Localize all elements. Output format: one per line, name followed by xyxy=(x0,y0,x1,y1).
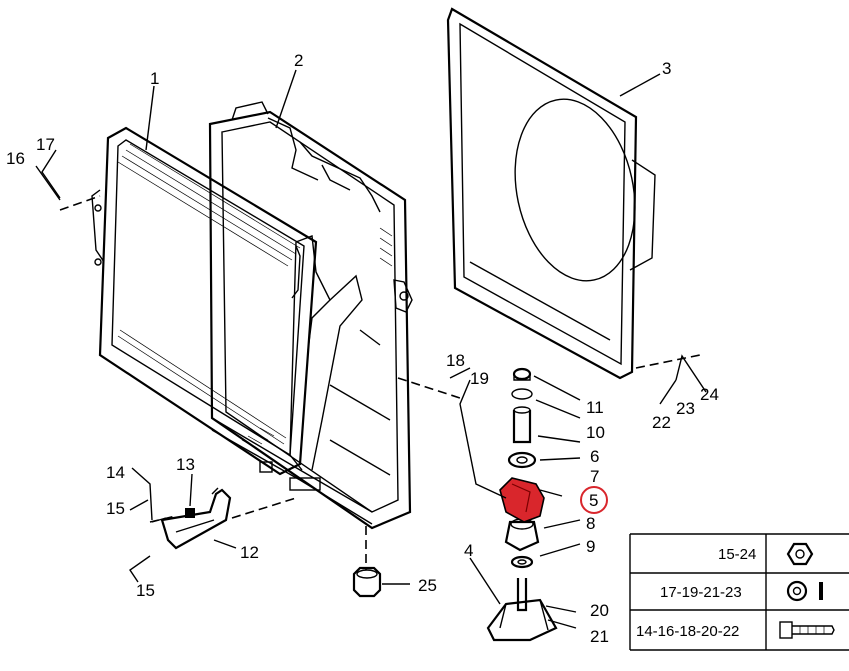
washer-icon xyxy=(786,580,823,602)
rubber-mount-highlighted[interactable] xyxy=(499,477,545,523)
callout-25: 25 xyxy=(418,576,437,595)
cooler-core xyxy=(91,126,318,476)
callout-13: 13 xyxy=(176,455,195,474)
callout-17: 17 xyxy=(36,135,55,154)
callout-12: 12 xyxy=(240,543,259,562)
bolt-icon xyxy=(779,621,835,639)
callout-8: 8 xyxy=(586,514,595,533)
mount-stack xyxy=(504,367,540,612)
assembly-lines xyxy=(59,195,701,570)
callout-9: 9 xyxy=(586,537,595,556)
highlight-ring xyxy=(580,486,608,514)
callout-7: 7 xyxy=(590,467,599,486)
callout-10: 10 xyxy=(586,423,605,442)
callout-23: 23 xyxy=(676,399,695,418)
callout-3: 3 xyxy=(662,59,671,78)
callout-21: 21 xyxy=(590,627,609,646)
callout-20: 20 xyxy=(590,601,609,620)
callout-1: 1 xyxy=(150,69,159,88)
callout-15b: 15 xyxy=(136,581,155,600)
callout-15a: 15 xyxy=(106,499,125,518)
legend-label-nut: 15-24 xyxy=(718,546,756,563)
legend-label-washer: 17-19-21-23 xyxy=(660,584,742,601)
fan-shroud xyxy=(446,7,656,380)
callout-19: 19 xyxy=(470,369,489,388)
callout-4: 4 xyxy=(464,541,473,560)
callout-16: 16 xyxy=(6,149,25,168)
callout-5[interactable]: 5 xyxy=(589,491,598,510)
radiator xyxy=(208,101,413,530)
callout-18: 18 xyxy=(446,351,465,370)
callout-22: 22 xyxy=(652,413,671,432)
callout-6: 6 xyxy=(590,447,599,466)
nut-icon xyxy=(786,542,814,566)
callout-11: 11 xyxy=(586,398,604,417)
callout-24: 24 xyxy=(700,385,719,404)
nut-25 xyxy=(352,566,382,598)
fastener-legend: 15-24 17-19-21-23 14-16-18-20-22 xyxy=(629,533,849,651)
leader-lines xyxy=(35,69,707,629)
mount-base xyxy=(486,598,558,642)
mounting-bracket xyxy=(151,487,232,550)
callout-2: 2 xyxy=(294,51,303,70)
legend-label-bolt: 14-16-18-20-22 xyxy=(636,623,739,640)
callout-labels: 1 2 3 4 5 6 7 8 9 10 11 12 13 14 15 15 1… xyxy=(6,51,719,646)
callout-14: 14 xyxy=(106,463,125,482)
